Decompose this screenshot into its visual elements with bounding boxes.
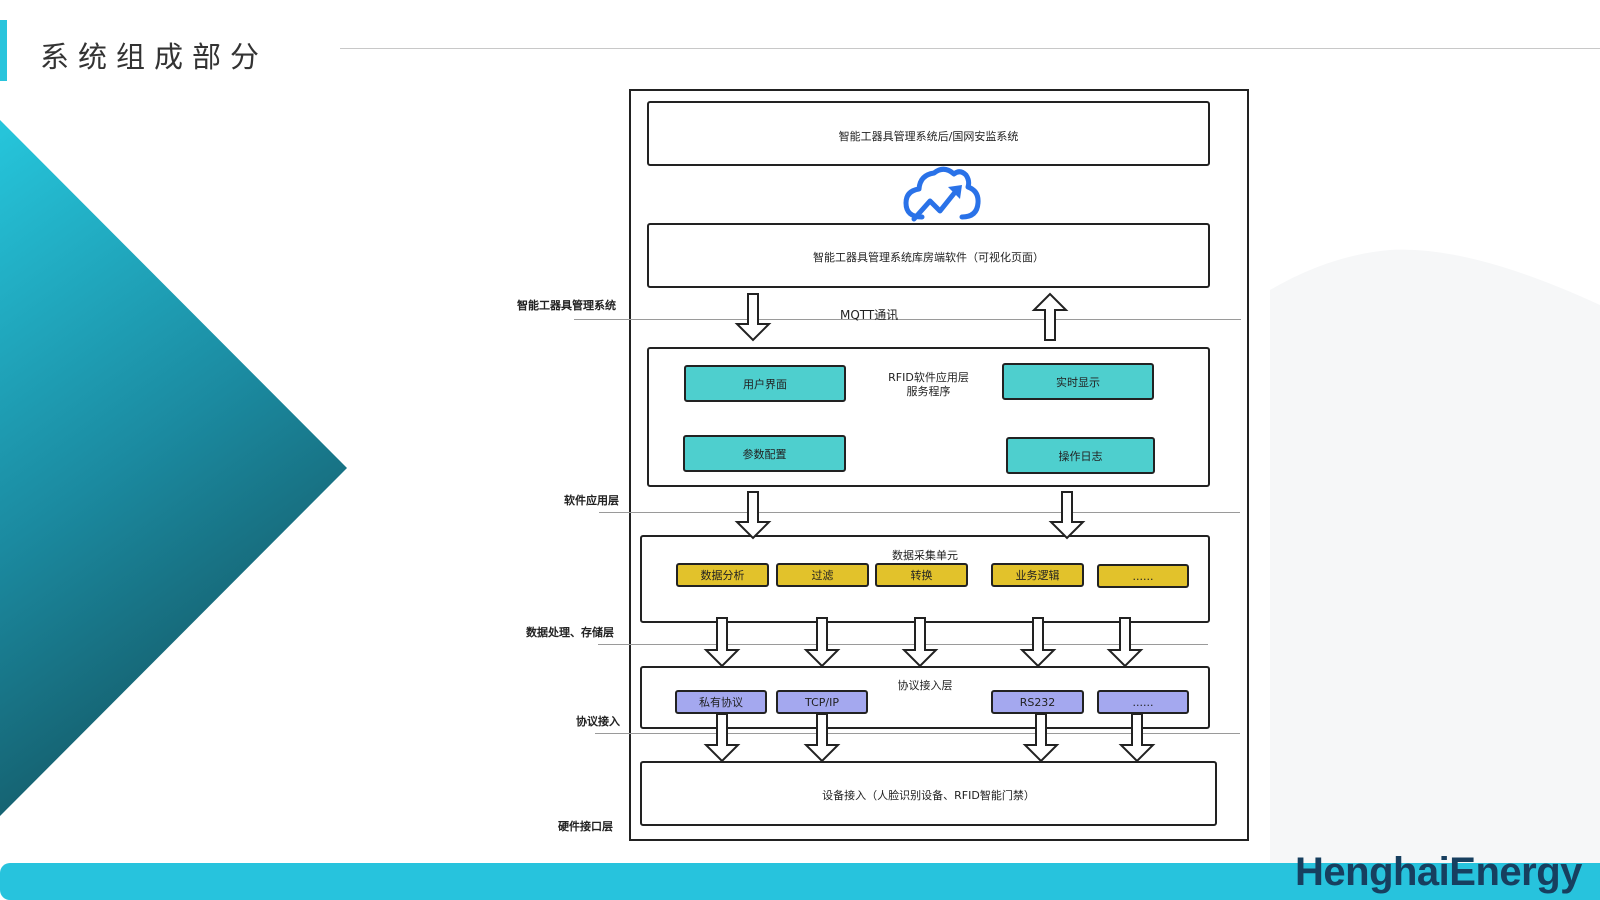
filter-module: 过滤: [776, 563, 869, 587]
more-data-modules: ......: [1097, 564, 1189, 588]
device-access-label: 设备接入（人脸识别设备、RFID智能门禁）: [822, 789, 1035, 802]
rfid-layer-title: RFID软件应用层 服务程序: [649, 371, 1208, 399]
top-system-box: 智能工器具管理系统后/国网安监系统: [647, 101, 1210, 166]
layer-separator: [574, 319, 1241, 320]
realtime-display-module: 实时显示: [1002, 363, 1154, 400]
cloud-upload-chart-icon: [903, 166, 981, 222]
decorative-background-shape: [1270, 249, 1600, 865]
rfid-layer-title-line1: RFID软件应用层: [888, 371, 969, 384]
diagram-frame: [629, 89, 1249, 841]
footer-bar: [0, 863, 1600, 900]
top-system-label: 智能工器具管理系统后/国网安监系统: [838, 130, 1019, 143]
layer-separator: [599, 512, 1240, 513]
operation-log-module: 操作日志: [1006, 437, 1155, 474]
layer-separator: [595, 733, 1240, 734]
tcp-ip-module: TCP/IP: [776, 690, 868, 714]
data-collection-unit-title: 数据采集单元: [892, 549, 958, 562]
brand-logo-text: HenghaiEnergy: [1295, 850, 1582, 894]
layer-label-hardware-interface: 硬件接口层: [558, 820, 613, 833]
layer-label-management-system: 智能工器具管理系统: [517, 299, 616, 312]
device-access-box: 设备接入（人脸识别设备、RFID智能门禁）: [640, 761, 1217, 826]
layer-label-data-processing: 数据处理、存储层: [526, 626, 614, 639]
parameter-config-module: 参数配置: [683, 435, 846, 472]
private-protocol-module: 私有协议: [675, 690, 767, 714]
page-title: 系统组成部分: [40, 40, 269, 74]
user-interface-module: 用户界面: [684, 365, 846, 402]
business-logic-module: 业务逻辑: [991, 563, 1084, 587]
warehouse-software-box: 智能工器具管理系统库房端软件（可视化页面）: [647, 223, 1210, 288]
protocol-access-layer-title: 协议接入层: [897, 679, 953, 692]
mqtt-label: MQTT通讯: [840, 308, 899, 322]
title-divider: [340, 48, 1600, 49]
warehouse-software-label: 智能工器具管理系统库房端软件（可视化页面）: [813, 251, 1044, 264]
rfid-layer-title-line2: 服务程序: [906, 385, 951, 398]
more-protocol-modules: ......: [1097, 690, 1189, 714]
title-accent-bar: [0, 20, 7, 81]
layer-separator: [598, 644, 1208, 645]
transform-module: 转换: [875, 563, 968, 587]
decorative-triangle: [0, 120, 347, 816]
layer-label-protocol-access: 协议接入: [576, 715, 620, 728]
rs232-module: RS232: [991, 690, 1084, 714]
layer-label-software-application: 软件应用层: [564, 494, 619, 507]
data-analysis-module: 数据分析: [676, 563, 769, 587]
